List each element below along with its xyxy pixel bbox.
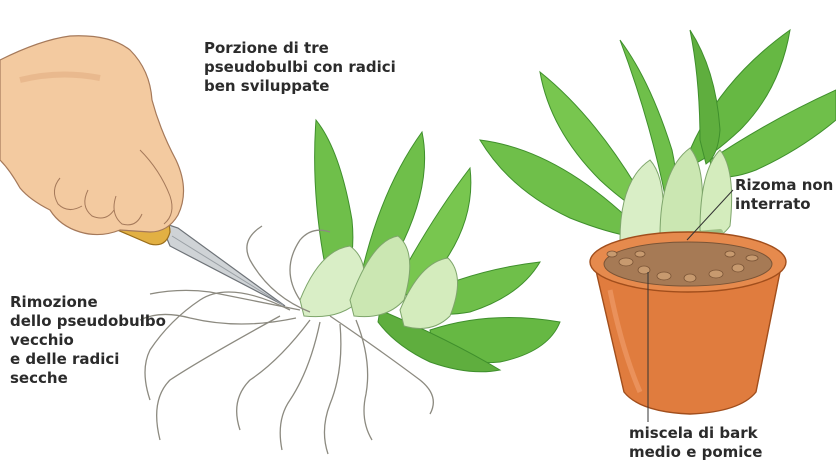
label-line: interrato [735, 195, 833, 214]
label-line: medio e pomice [629, 443, 762, 462]
label-line: Porzione di tre [204, 39, 396, 58]
label-line: vecchio [10, 331, 166, 350]
root [280, 322, 320, 450]
label-line: pseudobulbi con radici [204, 58, 396, 77]
label-line: miscela di bark [629, 424, 762, 443]
pot [590, 232, 786, 414]
knife-blade [160, 222, 285, 306]
potted-orchid [480, 30, 836, 414]
label-line: dello pseudobulbo [10, 312, 166, 331]
knife-blade-edge [172, 236, 283, 305]
root [157, 316, 280, 440]
label-rhizome: Rizoma non interrato [735, 176, 833, 214]
root [324, 324, 340, 454]
root [356, 320, 372, 440]
label-line: e delle radici [10, 350, 166, 369]
label-removal: Rimozione dello pseudobulbo vecchio e de… [10, 293, 166, 388]
label-line: Rimozione [10, 293, 166, 312]
orchid-division [140, 120, 560, 454]
hand [0, 36, 184, 235]
label-line: Rizoma non [735, 176, 833, 195]
hand-palm [0, 36, 184, 235]
label-potting-mix: miscela di bark medio e pomice [629, 424, 762, 462]
root [237, 320, 310, 430]
label-line: secche [10, 369, 166, 388]
pseudobulb [700, 150, 732, 238]
label-line: ben sviluppate [204, 77, 396, 96]
label-three-pseudobulbs: Porzione di tre pseudobulbi con radici b… [204, 39, 396, 96]
